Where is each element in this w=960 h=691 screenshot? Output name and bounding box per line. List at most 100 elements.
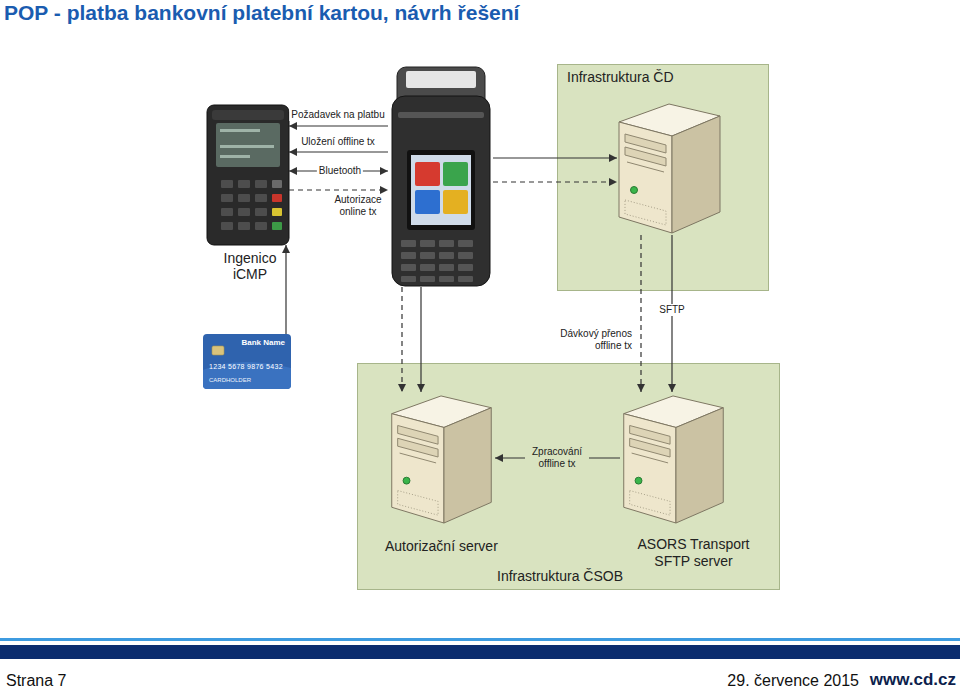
card-number-box: 1234 5678 9876 5432 (209, 362, 283, 371)
zone-label-box: Infrastruktura ČSOB (497, 568, 623, 585)
card-reader-drawing-part (272, 208, 282, 216)
connector-label-box: Bluetooth (317, 165, 363, 177)
footer-bars-part (0, 645, 960, 659)
page-number: Strana 7 (6, 671, 66, 690)
connector-label: Požadavek na platbu (289, 109, 386, 121)
bank-card-drawing (203, 334, 291, 389)
connector-label: Autorizace online tx (329, 194, 387, 218)
server-label-box: Autorizační server (385, 538, 498, 555)
card-reader-drawing (207, 105, 289, 245)
footer-bars (0, 638, 960, 659)
card-reader-drawing-part (221, 180, 233, 188)
connector-label-box: Požadavek na platbu (289, 109, 386, 121)
card-number: 1234 5678 9876 5432 (209, 362, 283, 371)
device-label-box: Ingenico iCMP (220, 250, 280, 282)
device-label: Ingenico iCMP (220, 250, 280, 282)
card-reader-drawing-part (212, 110, 284, 120)
date: 29. července 2015 (727, 671, 859, 690)
connector-label-box: Uložení offline tx (299, 136, 377, 148)
card-bank-name: Bank Name (241, 338, 285, 348)
page-number-box: Strana 7 (6, 671, 66, 690)
card-reader-drawing-part (255, 208, 267, 216)
handheld-terminal-drawing-part (415, 190, 440, 214)
handheld-terminal-drawing-part (401, 240, 416, 247)
page-title-box: POP - platba bankovní platební kartou, n… (4, 0, 519, 26)
handheld-terminal-drawing-part (407, 150, 475, 230)
page-title: POP - platba bankovní platební kartou, n… (4, 0, 519, 26)
card-reader-drawing-part (221, 208, 233, 216)
card-reader-drawing-part (272, 180, 282, 188)
handheld-terminal-drawing-part (406, 71, 476, 88)
handheld-terminal-drawing (392, 67, 490, 286)
server-drawing-part (392, 396, 492, 523)
date-box: 29. července 2015 (727, 671, 859, 690)
connector-label-box: Zpracování offline tx (525, 446, 589, 470)
connector-label: Bluetooth (317, 165, 363, 177)
zone-label: Infrastruktura ČD (567, 69, 674, 86)
connector-label: Uložení offline tx (299, 136, 377, 148)
connector-label: Dávkový přenos offline tx (552, 328, 634, 352)
handheld-terminal-drawing-part (411, 155, 471, 225)
connector (285, 245, 286, 334)
card-reader-drawing-part (238, 194, 250, 202)
card-reader-drawing-part (216, 123, 280, 167)
bank-card-drawing-part (212, 346, 224, 355)
handheld-terminal-drawing-part (439, 240, 454, 247)
bank-card-drawing-part (203, 334, 291, 389)
card-reader-drawing-part (220, 155, 250, 158)
card-reader-drawing-part (255, 222, 267, 230)
connector-label-box: Dávkový přenos offline tx (552, 328, 634, 352)
website: www.cd.cz (870, 670, 956, 690)
handheld-terminal-drawing-part (401, 264, 416, 271)
card-holder-box: CARDHOLDER (209, 376, 251, 384)
connector (289, 125, 388, 126)
handheld-terminal-drawing-part (458, 264, 473, 271)
card-reader-drawing-part (272, 222, 282, 230)
card-reader-drawing-part (220, 145, 274, 148)
card-reader-drawing-part (221, 194, 233, 202)
card-reader-drawing-part (238, 180, 250, 188)
zone-label: Infrastruktura ČSOB (497, 568, 623, 585)
handheld-terminal-drawing-part (439, 252, 454, 259)
card-bank-name-box: Bank Name (241, 338, 285, 348)
handheld-terminal-drawing-part (401, 276, 416, 282)
zone-label-box: Infrastruktura ČD (567, 69, 674, 86)
bank-card-drawing-part (203, 362, 291, 389)
connector (493, 157, 617, 158)
server-drawing-part (619, 104, 720, 233)
handheld-terminal-drawing-part (415, 162, 440, 186)
handheld-terminal-drawing-part (439, 276, 454, 282)
dashed-connector (640, 235, 641, 392)
handheld-terminal-drawing-part (443, 162, 468, 186)
server-drawing-part (624, 396, 724, 523)
card-reader-drawing-part (238, 222, 250, 230)
handheld-terminal-drawing-part (420, 276, 435, 282)
handheld-terminal-drawing-part (458, 276, 473, 282)
handheld-terminal-drawing-part (439, 264, 454, 271)
handheld-terminal-drawing-part (420, 252, 435, 259)
website-box: www.cd.cz (870, 670, 956, 690)
dashed-connector (493, 181, 617, 182)
connector-label: Zpracování offline tx (525, 446, 589, 470)
handheld-terminal-drawing-part (401, 252, 416, 259)
connector-label: SFTP (657, 304, 687, 316)
card-reader-drawing-part (238, 208, 250, 216)
handheld-terminal-drawing-part (420, 264, 435, 271)
handheld-terminal-drawing-part (420, 240, 435, 247)
handheld-terminal-drawing-part (443, 190, 468, 214)
card-reader-drawing-part (207, 105, 289, 245)
card-reader-drawing-part (255, 194, 267, 202)
card-reader-drawing-part (255, 180, 267, 188)
server-label-box: ASORS Transport SFTP server (628, 536, 759, 570)
server-label: ASORS Transport SFTP server (628, 536, 759, 570)
dashed-connector (401, 287, 402, 392)
card-reader-drawing-part (221, 222, 233, 230)
handheld-terminal-drawing-part (458, 252, 473, 259)
server-label: Autorizační server (385, 538, 498, 555)
connector-label-box: Autorizace online tx (329, 194, 387, 218)
handheld-terminal-drawing-part (392, 96, 490, 286)
